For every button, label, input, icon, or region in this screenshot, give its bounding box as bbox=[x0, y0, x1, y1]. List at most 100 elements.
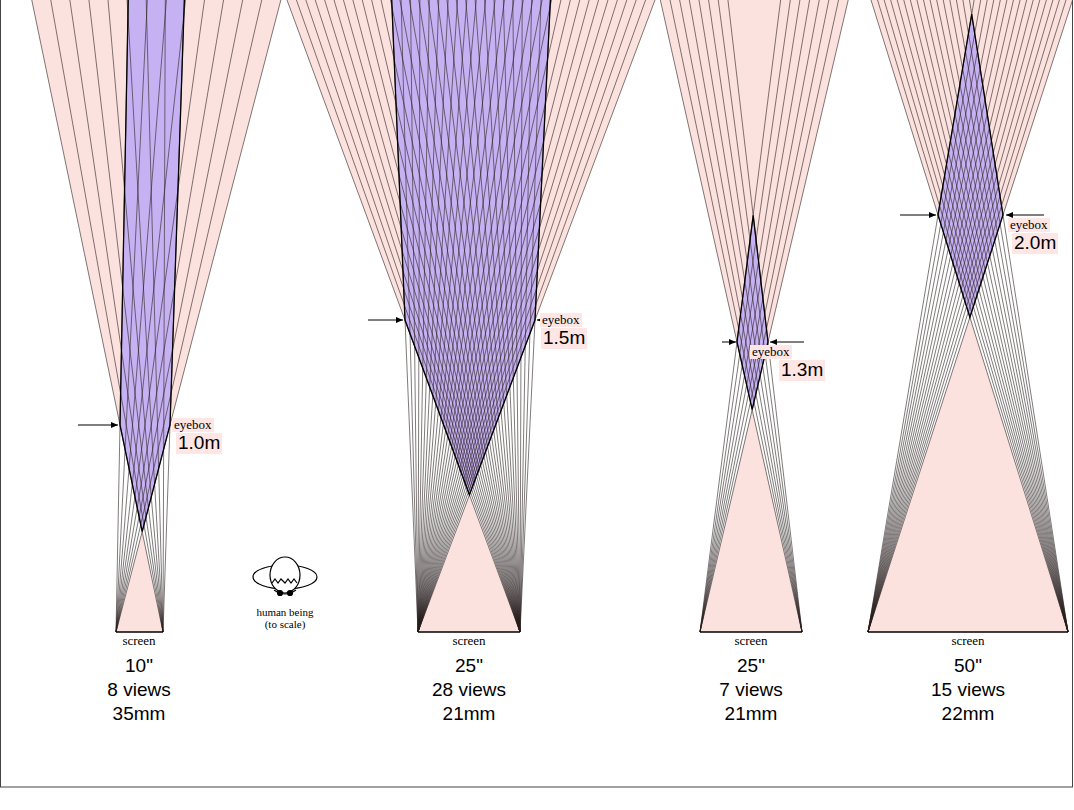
eyebox-width: 1.3m bbox=[779, 360, 825, 381]
view-ray bbox=[124, 0, 163, 632]
human-figure bbox=[253, 557, 317, 596]
view-ray bbox=[399, 0, 520, 632]
view-ray bbox=[868, 0, 1049, 632]
view-zones bbox=[19, 0, 1074, 632]
view-ray bbox=[265, 0, 520, 632]
screen-label: screen bbox=[122, 634, 155, 648]
screen-size: 25" bbox=[737, 656, 765, 677]
view-ray bbox=[275, 0, 520, 632]
view-ray bbox=[116, 0, 171, 632]
screen-line bbox=[700, 631, 802, 633]
view-ray bbox=[931, 0, 1068, 632]
view-ray bbox=[502, 0, 520, 632]
view-ray bbox=[700, 0, 862, 632]
view-count: 7 views bbox=[719, 680, 782, 701]
view-ray bbox=[418, 0, 554, 632]
view-zone-fill bbox=[700, 410, 802, 632]
screen-size: 25" bbox=[455, 656, 483, 677]
view-ray bbox=[103, 0, 163, 632]
screen-label: screen bbox=[951, 634, 984, 648]
view-ray bbox=[658, 0, 803, 632]
view-ray bbox=[689, 0, 802, 632]
eyebox-label: eyebox bbox=[750, 345, 792, 359]
view-count: 28 views bbox=[432, 680, 506, 701]
view-ray bbox=[492, 0, 521, 632]
view-ray bbox=[700, 0, 841, 632]
view-ray bbox=[917, 0, 1068, 632]
view-ray bbox=[721, 0, 802, 632]
view-ray bbox=[418, 0, 678, 632]
eyebox-label: eyebox bbox=[1008, 218, 1050, 232]
view-ray bbox=[418, 0, 605, 632]
screen-label: screen bbox=[734, 634, 767, 648]
view-ray bbox=[710, 0, 802, 632]
screen-line bbox=[868, 631, 1068, 633]
view-ray bbox=[337, 0, 520, 632]
view-ray bbox=[450, 0, 520, 632]
eyebox-width: 2.0m bbox=[1012, 233, 1058, 254]
view-ray bbox=[700, 0, 802, 632]
view-ray bbox=[116, 0, 255, 632]
lens-pitch: 35mm bbox=[113, 704, 166, 725]
eyebox-outline bbox=[938, 14, 1003, 317]
view-ray bbox=[296, 0, 520, 632]
human-caption: human being (to scale) bbox=[249, 606, 321, 630]
view-ray bbox=[400, 0, 419, 632]
view-ray bbox=[61, 0, 163, 632]
view-ray bbox=[852, 0, 1068, 632]
eyebox-arrows bbox=[78, 215, 1044, 425]
view-ray bbox=[163, 0, 186, 632]
eyebox-fill bbox=[737, 215, 768, 409]
view-ray bbox=[700, 0, 852, 632]
view-ray bbox=[868, 0, 1074, 632]
view-ray bbox=[116, 0, 276, 632]
view-ray bbox=[868, 0, 1063, 632]
eyebox-outline bbox=[737, 215, 768, 409]
view-ray bbox=[419, 0, 520, 632]
view-ray bbox=[327, 0, 520, 632]
view-count: 8 views bbox=[107, 680, 170, 701]
view-ray bbox=[910, 0, 1068, 632]
view-ray bbox=[418, 0, 595, 632]
view-ray bbox=[946, 0, 1068, 632]
eyebox-width: 1.5m bbox=[541, 328, 587, 349]
eyebox-width: 1.0m bbox=[176, 433, 222, 454]
view-ray bbox=[461, 0, 520, 632]
view-ray bbox=[679, 0, 802, 632]
view-zone-fill bbox=[19, 0, 296, 532]
eyebox-label: eyebox bbox=[172, 418, 214, 432]
view-ray bbox=[700, 0, 788, 632]
screen-size: 10" bbox=[125, 656, 153, 677]
screen-size: 50" bbox=[954, 656, 982, 677]
eyebox-outline bbox=[389, 0, 553, 495]
view-ray bbox=[418, 0, 585, 632]
view-ray bbox=[430, 0, 520, 632]
view-zone-fill bbox=[868, 317, 1068, 632]
lens-pitch: 21mm bbox=[725, 704, 778, 725]
view-zone-fill bbox=[265, 0, 678, 495]
screen-line bbox=[116, 631, 163, 633]
view-ray bbox=[512, 0, 520, 632]
view-ray bbox=[881, 0, 1068, 632]
screen-label: screen bbox=[452, 634, 485, 648]
view-ray bbox=[163, 0, 166, 632]
view-count: 15 views bbox=[931, 680, 1005, 701]
view-ray bbox=[960, 0, 1068, 632]
view-ray bbox=[924, 0, 1068, 632]
view-ray bbox=[410, 0, 418, 632]
view-ray bbox=[418, 0, 667, 632]
view-ray bbox=[668, 0, 802, 632]
view-ray bbox=[116, 0, 297, 632]
lens-pitch: 22mm bbox=[942, 704, 995, 725]
view-ray bbox=[888, 0, 1068, 632]
lens-pitch: 21mm bbox=[443, 704, 496, 725]
view-ray bbox=[40, 0, 163, 632]
view-ray bbox=[874, 0, 1068, 632]
view-ray bbox=[116, 0, 192, 632]
view-ray bbox=[939, 0, 1068, 632]
view-ray bbox=[520, 0, 522, 632]
view-ray bbox=[389, 0, 521, 632]
view-ray bbox=[903, 0, 1068, 632]
view-ray bbox=[145, 0, 163, 632]
